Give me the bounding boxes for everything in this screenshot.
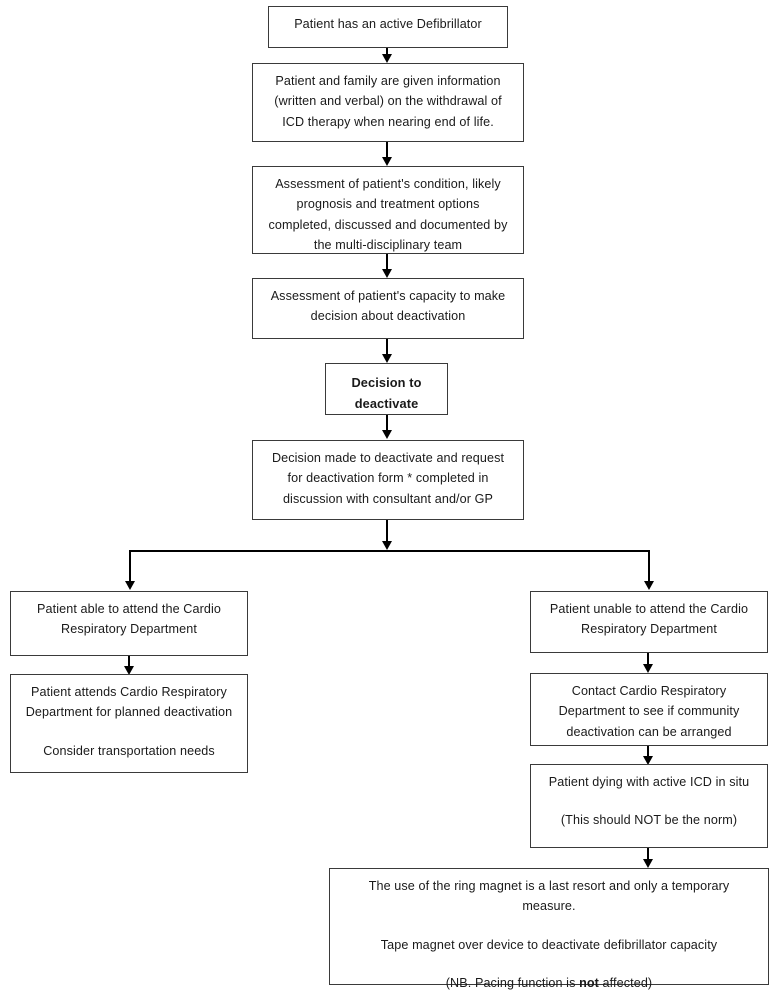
- node-patient-family-information[interactable]: Patient and family are given information…: [252, 63, 524, 142]
- node-text-line: Respiratory Department: [581, 622, 717, 637]
- arrowhead-n6-branch: [382, 541, 392, 550]
- node-text-line: The use of the ring magnet is a last res…: [368, 879, 730, 893]
- branch-bus-horizontal: [129, 550, 650, 552]
- node-text-line: Department to see if community: [558, 704, 740, 719]
- arrowhead-n2-n3: [382, 157, 392, 166]
- node-decision-to-deactivate[interactable]: Decision to deactivate: [325, 363, 448, 415]
- connector-n1-n2: [386, 48, 388, 56]
- node-text-line: Patient able to attend the Cardio: [37, 602, 221, 616]
- connector-n3-n4: [386, 254, 388, 272]
- node-text-line: decision about deactivation: [310, 309, 466, 324]
- connector-n2-n3: [386, 142, 388, 160]
- node-text-line: Patient attends Cardio Respiratory: [31, 685, 227, 699]
- node-text-line: Decision made to deactivate and request: [271, 451, 505, 465]
- arrowhead-n7-n8: [124, 666, 134, 675]
- node-text-line: Patient dying with active ICD in situ: [548, 775, 750, 789]
- arrowhead-n5-n6: [382, 430, 392, 439]
- node-patient-able-to-attend[interactable]: Patient able to attend the Cardio Respir…: [10, 591, 248, 656]
- node-text-line: Patient has an active Defibrillator: [294, 17, 482, 31]
- node-assessment-condition-prognosis[interactable]: Assessment of patient's condition, likel…: [252, 166, 524, 254]
- connector-branch-left: [129, 550, 131, 584]
- node-text-line: Respiratory Department: [61, 622, 197, 637]
- node-text-line: (written and verbal) on the withdrawal o…: [274, 94, 502, 109]
- connector-n7-n8: [128, 656, 130, 670]
- node-text-line: deactivate: [354, 395, 419, 411]
- node-text-line: Assessment of patient's capacity to make: [270, 289, 506, 303]
- node-patient-dying-active-icd[interactable]: Patient dying with active ICD in situ (T…: [530, 764, 768, 848]
- arrowhead-n11-n12: [643, 859, 653, 868]
- node-text-line: Patient and family are given information: [275, 74, 501, 88]
- node-decision-made-request-form[interactable]: Decision made to deactivate and request …: [252, 440, 524, 520]
- node-patient-has-active-defibrillator[interactable]: Patient has an active Defibrillator: [268, 6, 508, 48]
- node-text-line: deactivation can be arranged: [566, 724, 732, 739]
- node-text-line: Department for planned deactivation: [25, 705, 233, 720]
- node-text-line: Tape magnet over device to deactivate de…: [380, 937, 718, 952]
- arrowhead-n1-n2: [382, 54, 392, 63]
- node-contact-cardio-respiratory[interactable]: Contact Cardio Respiratory Department to…: [530, 673, 768, 746]
- node-text-line: for deactivation form * completed in: [287, 471, 489, 486]
- node-text-line: Assessment of patient's condition, likel…: [275, 177, 501, 191]
- node-text-line-pacing: (NB. Pacing function is not affected): [336, 973, 762, 990]
- node-ring-magnet-last-resort[interactable]: The use of the ring magnet is a last res…: [329, 868, 769, 990]
- node-text-line: (This should NOT be the norm): [560, 813, 738, 828]
- node-text-line: completed, discussed and documented by: [268, 217, 508, 232]
- node-text-line: ICD therapy when nearing end of life.: [282, 114, 494, 129]
- connector-branch-right: [648, 550, 650, 584]
- arrowhead-n10-n11: [643, 756, 653, 765]
- node-text-line: the multi-disciplinary team: [313, 238, 463, 253]
- node-patient-unable-to-attend[interactable]: Patient unable to attend the Cardio Resp…: [530, 591, 768, 653]
- node-patient-attends-planned-deactivation[interactable]: Patient attends Cardio Respiratory Depar…: [10, 674, 248, 773]
- arrowhead-n3-n4: [382, 269, 392, 278]
- node-text-line: discussion with consultant and/or GP: [282, 491, 494, 506]
- node-text-line: prognosis and treatment options: [296, 197, 480, 212]
- connector-n6-branch: [386, 520, 388, 544]
- arrowhead-n4-n5: [382, 354, 392, 363]
- pacing-text-post: affected): [598, 976, 653, 990]
- connector-n5-n6: [386, 415, 388, 434]
- connector-n10-n11: [647, 746, 649, 762]
- node-text-line: Consider transportation needs: [43, 743, 215, 758]
- arrowhead-branch-left: [125, 581, 135, 590]
- node-assessment-capacity[interactable]: Assessment of patient's capacity to make…: [252, 278, 524, 339]
- connector-n9-n10: [647, 653, 649, 669]
- node-text-line: measure.: [522, 899, 576, 914]
- arrowhead-n9-n10: [643, 664, 653, 673]
- node-text-line: Contact Cardio Respiratory: [571, 684, 727, 698]
- connector-n4-n5: [386, 339, 388, 358]
- arrowhead-branch-right: [644, 581, 654, 590]
- connector-n11-n12: [647, 848, 649, 866]
- node-text-line: Decision to: [351, 375, 422, 390]
- pacing-text-strong: not: [579, 976, 599, 990]
- pacing-text-pre: (NB. Pacing function is: [445, 976, 580, 990]
- node-text-line: Patient unable to attend the Cardio: [549, 602, 749, 616]
